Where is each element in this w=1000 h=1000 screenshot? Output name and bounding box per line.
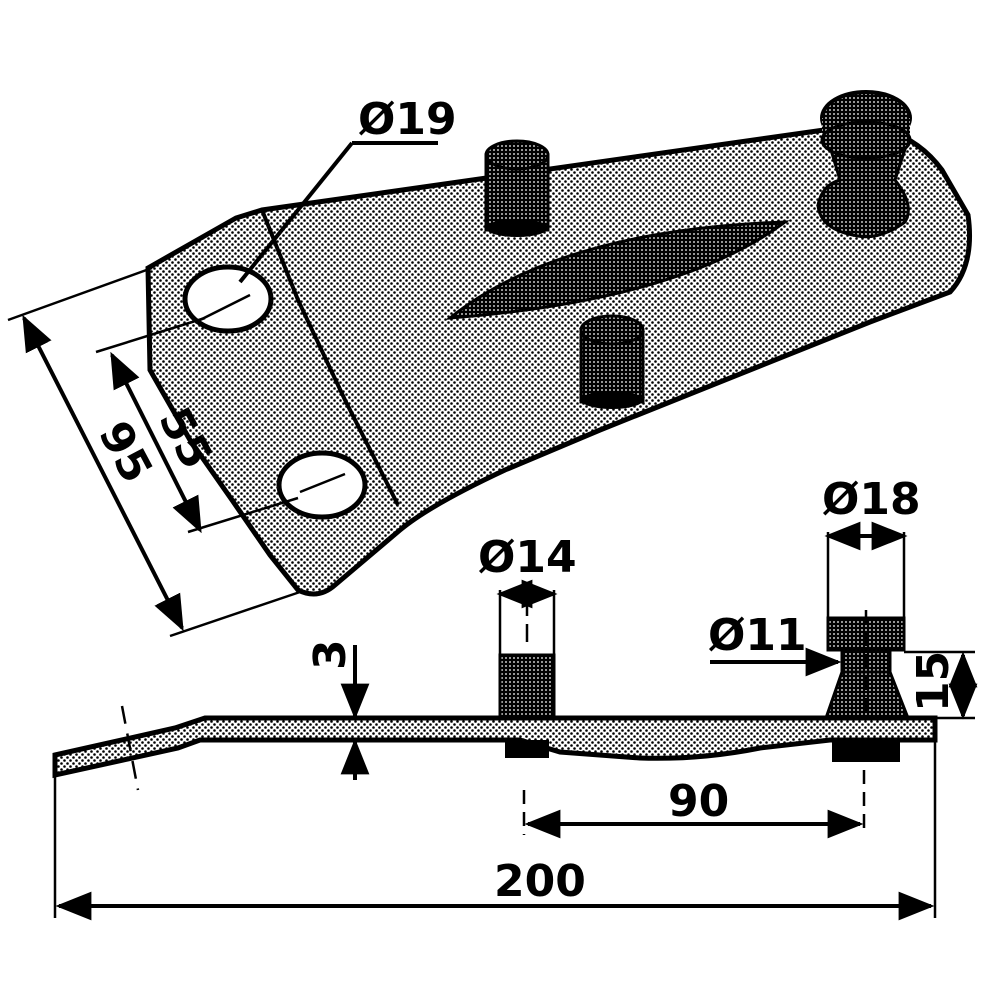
pin-small-front bbox=[579, 314, 645, 409]
stiffening-groove bbox=[445, 220, 790, 320]
bend-line bbox=[260, 209, 400, 506]
label-hole-diameter: Ø19 bbox=[358, 94, 457, 145]
mounting-hole-upper bbox=[182, 264, 274, 334]
label-pin-spacing: 90 bbox=[668, 776, 729, 827]
label-pin-height: 15 bbox=[908, 651, 959, 712]
pin-large-side bbox=[823, 532, 911, 762]
blade-perspective-view: Ø19 95 55 bbox=[7, 90, 973, 638]
label-overall-length: 200 bbox=[494, 856, 586, 907]
plate-profile bbox=[52, 715, 938, 779]
pin-small-rear bbox=[484, 139, 550, 237]
blade-side-view: Ø14 Ø18 Ø11 15 3 90 bbox=[52, 474, 978, 921]
label-pin-neck-diameter: Ø11 bbox=[708, 610, 807, 661]
label-pin-small-diameter: Ø14 bbox=[478, 532, 577, 583]
pin-large-conical bbox=[816, 90, 912, 239]
label-pin-large-diameter: Ø18 bbox=[822, 474, 921, 525]
mounting-hole-lower bbox=[276, 450, 368, 520]
label-plate-thickness: 3 bbox=[305, 639, 356, 670]
